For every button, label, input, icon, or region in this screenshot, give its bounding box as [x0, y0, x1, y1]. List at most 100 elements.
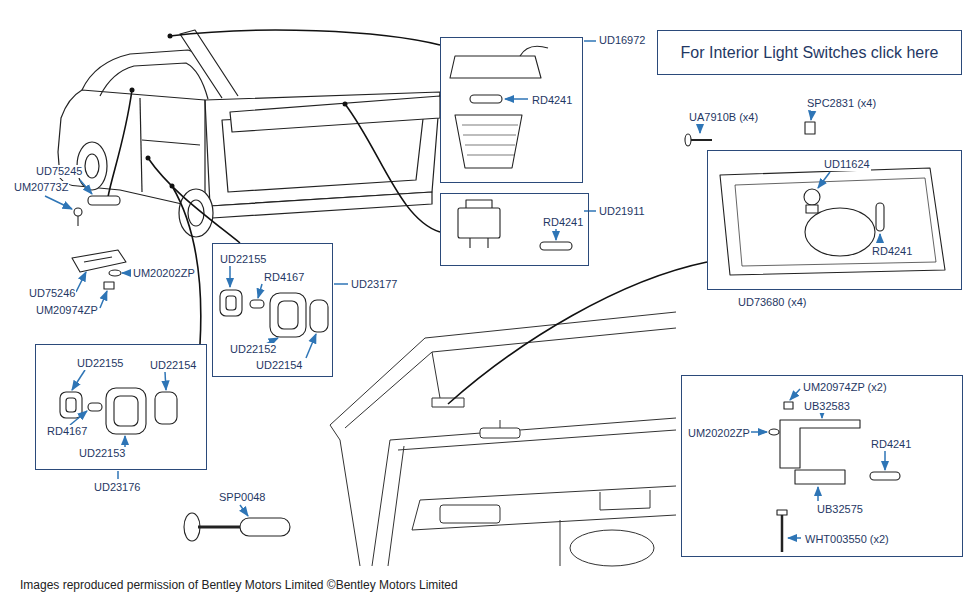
part-drawing	[455, 115, 522, 168]
part-arrow	[76, 272, 86, 292]
interior-drawing	[398, 430, 676, 450]
part-drawing	[220, 290, 242, 316]
part-leader-line	[118, 41, 596, 479]
callout-number: UA7910B (x4)	[688, 111, 759, 124]
part-arrow	[124, 436, 126, 447]
part-number: RD4241	[871, 245, 913, 258]
part-group-box: UM20974ZP (x2) UB32583UM20202ZP RD4241UB32…	[681, 375, 963, 557]
part-drawing	[66, 398, 76, 412]
part-drawing	[876, 203, 884, 231]
part-drawing	[184, 513, 200, 541]
part-number: UM20202ZP	[687, 427, 751, 440]
light-position-dot	[130, 34, 451, 407]
interior-drawing	[432, 352, 440, 398]
part-arrow	[72, 370, 85, 390]
part-number: UD22154	[255, 359, 303, 372]
part-drawing	[795, 470, 845, 484]
part-arrow	[555, 229, 557, 240]
part-drawing	[270, 293, 306, 337]
part-arrow	[240, 505, 248, 516]
callout-number: UM20974ZP	[35, 304, 99, 317]
interior-drawing	[440, 505, 500, 523]
part-number: UD11624	[823, 158, 871, 171]
part-drawing	[777, 510, 787, 515]
wire-line	[170, 30, 440, 45]
link-box: For Interior Light Switches click here	[657, 30, 962, 75]
interior-drawing	[600, 490, 650, 510]
part-leader-line	[584, 210, 596, 212]
car-drawing	[205, 92, 440, 206]
callout-number: UD23177	[350, 278, 398, 291]
part-number: RD4241	[531, 94, 573, 107]
car-drawing	[58, 90, 205, 152]
part-arrow	[45, 99, 885, 538]
part-number: RD4241	[870, 438, 912, 451]
part-group-box: RD4241	[440, 37, 583, 183]
part-number: UM20974ZP (x2)	[802, 381, 888, 394]
part-drawing	[155, 392, 177, 424]
callout-number: UD21911	[598, 205, 646, 218]
part-drawing	[462, 125, 518, 155]
copyright-caption: Images reproduced permission of Bentley …	[20, 578, 458, 592]
part-arrow	[879, 234, 881, 243]
part-number: UD22155	[219, 253, 267, 266]
part-drawing	[806, 205, 818, 213]
callout-number: UD73680 (x4)	[737, 296, 807, 309]
part-arrow	[818, 172, 830, 188]
interior-drawing	[480, 428, 520, 438]
wire-line	[108, 90, 132, 197]
part-drawing	[278, 301, 298, 329]
interior-drawing	[432, 398, 464, 407]
part-number: UB32575	[816, 503, 864, 516]
part-arrow	[817, 487, 819, 501]
part-drawing	[805, 208, 875, 256]
part-drawing	[88, 196, 120, 205]
wire-line	[148, 158, 240, 243]
callout-number: UD16972	[598, 34, 646, 47]
part-group-box: UD11624RD4241	[707, 150, 962, 290]
car-drawing	[230, 96, 440, 132]
part-drawing	[84, 257, 112, 262]
part-group-box: UD22155RD4167UD22152UD22154	[212, 243, 333, 377]
interior-drawing	[388, 446, 404, 566]
part-number: RD4167	[263, 271, 305, 284]
car-drawing	[180, 30, 238, 98]
part-arrow	[45, 196, 72, 209]
part-group-box: UD22155UD22154RD4167UD22153	[35, 344, 207, 470]
part-drawing	[114, 396, 138, 426]
part-drawing	[804, 189, 820, 205]
part-number: RD4167	[46, 425, 88, 438]
interior-drawing	[330, 312, 676, 425]
callout-number: SPC2831 (x4)	[806, 97, 877, 110]
part-leader-line	[334, 283, 348, 285]
part-arrow	[258, 284, 262, 298]
link-text: For Interior Light Switches click here	[680, 43, 940, 63]
car-drawing	[210, 192, 432, 218]
car-drawing	[142, 140, 200, 145]
interior-drawing	[345, 328, 676, 428]
part-drawing	[470, 95, 502, 103]
part-drawing	[735, 178, 936, 266]
part-drawing	[226, 296, 236, 310]
part-number: UD22153	[78, 447, 126, 460]
part-number: UB32583	[803, 400, 851, 413]
interior-drawing	[420, 486, 676, 500]
callout-number: UD75246	[28, 287, 76, 300]
part-arrow	[505, 98, 528, 100]
callout-number: SPP0048	[218, 491, 266, 504]
part-number: WHT003550 (x2)	[804, 533, 890, 546]
part-drawing	[250, 300, 264, 308]
part-arrow	[811, 112, 812, 120]
part-arrow	[750, 431, 767, 433]
part-leader-line	[584, 40, 596, 42]
part-arrow	[884, 451, 886, 470]
car-drawing	[140, 98, 142, 192]
part-drawing	[458, 208, 500, 238]
part-drawing	[198, 526, 240, 529]
part-drawing	[240, 518, 290, 536]
part-group-box: RD4241	[440, 193, 589, 266]
part-drawing	[720, 168, 945, 275]
part-arrow	[790, 389, 800, 400]
callout-number: UM20773Z	[13, 181, 69, 194]
